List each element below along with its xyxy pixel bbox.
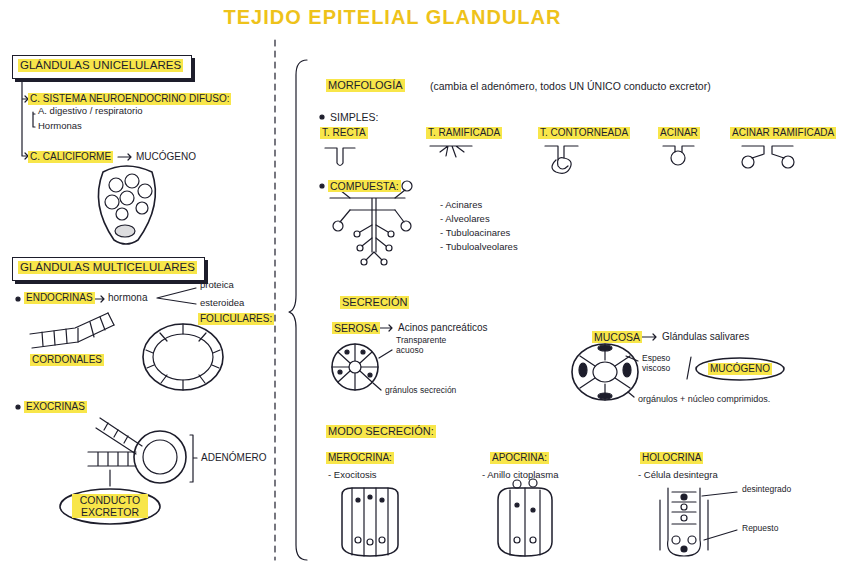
note-label: Espeso viscoso bbox=[640, 354, 690, 374]
note-label: - Tubuloalveolares bbox=[438, 242, 520, 253]
note-label: (cambia el adenómero, todos UN ÚNICO con… bbox=[428, 80, 713, 92]
node-text: CONDUCTO EXCRETOR bbox=[72, 494, 148, 518]
note-label: SIMPLES: bbox=[328, 111, 380, 123]
note-label: EXOCRINAS bbox=[24, 401, 87, 413]
note-label: MODO SECRECIÓN: bbox=[326, 425, 436, 438]
node-text: GLÁNDULAS MULTICELULARES bbox=[18, 261, 197, 274]
node-text: GLÁNDULAS UNICELULARES bbox=[18, 59, 183, 72]
note-label: orgánulos + núcleo comprimidos. bbox=[636, 394, 772, 404]
note-label: - Alveolares bbox=[438, 214, 492, 225]
note-label: Hormonas bbox=[36, 121, 84, 132]
note-label: - Exocitosis bbox=[326, 470, 379, 481]
note-label: A. digestivo / respiratorio bbox=[36, 106, 145, 117]
note-label: proteica bbox=[198, 280, 236, 291]
note-label: FOLICULARES: bbox=[198, 313, 274, 325]
circled-note: MUCÓGENO bbox=[694, 356, 786, 382]
note-label: MORFOLOGÍA bbox=[326, 79, 405, 92]
note-label: - Célula desintegra bbox=[636, 470, 720, 481]
note-label: SEROSA bbox=[332, 322, 380, 334]
note-label: MUCOSA bbox=[592, 331, 642, 343]
note-label: - Anillo citoplasma bbox=[480, 470, 561, 481]
note-label: T. CONTORNEADA bbox=[538, 127, 630, 139]
note-label: SECRECIÓN bbox=[340, 296, 409, 309]
circle-outline bbox=[696, 358, 784, 380]
node-text: MUCÓGENO bbox=[708, 363, 772, 375]
note-label: T. RECTA bbox=[320, 127, 368, 139]
note-label: MEROCRINA: bbox=[326, 452, 394, 464]
note-label: C. SISTEMA NEUROENDOCRINO DIFUSO: bbox=[28, 93, 231, 105]
note-label: ACINAR bbox=[658, 127, 700, 139]
note-label: gránulos secreción bbox=[383, 386, 458, 396]
note-label: desintegrado bbox=[740, 485, 793, 495]
note-label: ACINAR RAMIFICADA bbox=[730, 127, 836, 139]
note-label: COMPUESTA: bbox=[328, 180, 401, 192]
circle-outline bbox=[60, 489, 160, 524]
note-label: hormona bbox=[106, 292, 149, 304]
note-label: T. RAMIFICADA bbox=[426, 127, 502, 139]
note-label: APOCRINA: bbox=[490, 452, 549, 464]
heading-box: GLÁNDULAS UNICELULARES bbox=[12, 55, 192, 79]
heading-box: GLÁNDULAS MULTICELULARES bbox=[12, 257, 205, 281]
note-label: - Acinares bbox=[438, 200, 484, 211]
note-label: Transparente acuoso bbox=[394, 336, 468, 356]
note-label: - Tubuloacinares bbox=[438, 228, 512, 239]
note-label: HOLOCRINA bbox=[640, 452, 703, 464]
note-label: C. CALICIFORME bbox=[28, 151, 113, 163]
circled-note: CONDUCTO EXCRETOR bbox=[58, 487, 162, 526]
note-label: MUCÓGENO bbox=[134, 151, 198, 163]
note-label: ENDOCRINAS bbox=[24, 292, 95, 304]
note-label: ADENÓMERO bbox=[199, 452, 269, 464]
note-label: Glándulas salivares bbox=[660, 331, 751, 343]
page-title: TEJIDO EPITELIAL GLANDULAR bbox=[0, 6, 785, 29]
note-label: Repuesto bbox=[740, 524, 780, 534]
note-label: Acinos pancreáticos bbox=[396, 322, 490, 334]
note-label: CORDONALES bbox=[30, 354, 104, 366]
note-label: esteroidea bbox=[198, 298, 246, 309]
